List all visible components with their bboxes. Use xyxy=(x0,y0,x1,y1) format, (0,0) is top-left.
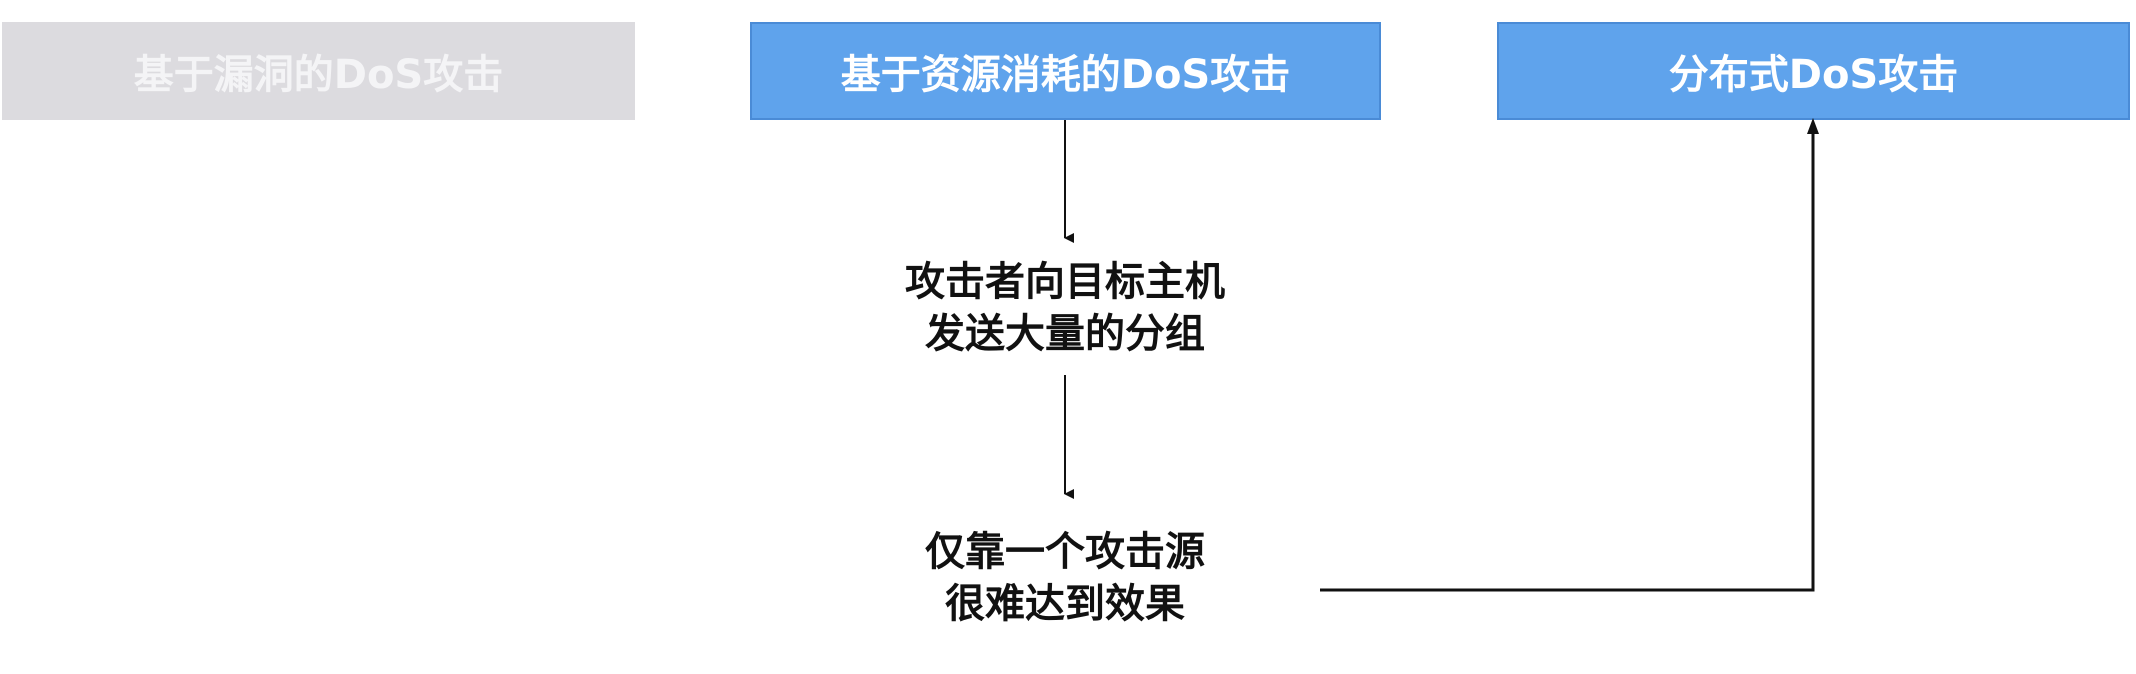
box-vulnerability-dos: 基于漏洞的DoS攻击 xyxy=(2,22,635,120)
step-line: 仅靠一个攻击源 xyxy=(925,529,1205,575)
box-label: 分布式DoS攻击 xyxy=(1668,52,1959,98)
step-single-source: 仅靠一个攻击源 很难达到效果 xyxy=(815,526,1315,630)
box-distributed-dos: 分布式DoS攻击 xyxy=(1497,22,2130,120)
arrow-head-up xyxy=(1807,118,1819,134)
step-line: 发送大量的分组 xyxy=(925,311,1205,357)
box-label: 基于资源消耗的DoS攻击 xyxy=(840,52,1291,98)
box-resource-dos: 基于资源消耗的DoS攻击 xyxy=(750,22,1381,120)
arrow-step2-to-distributed xyxy=(1320,123,1815,592)
step-line: 很难达到效果 xyxy=(945,581,1185,627)
box-label: 基于漏洞的DoS攻击 xyxy=(133,52,504,98)
step-send-packets: 攻击者向目标主机 发送大量的分组 xyxy=(815,256,1315,360)
step-line: 攻击者向目标主机 xyxy=(905,259,1225,305)
